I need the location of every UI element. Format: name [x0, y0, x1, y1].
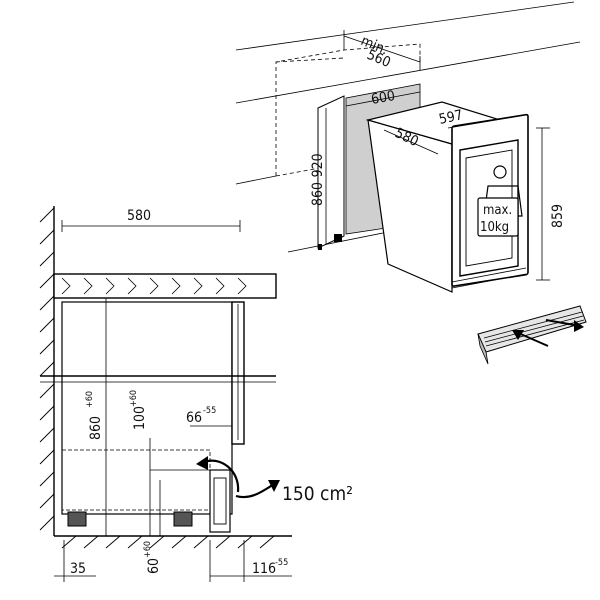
height-60-label: 60	[146, 558, 162, 574]
offset-35-label: 35	[70, 561, 86, 577]
weight-max-label: max.	[483, 203, 512, 218]
weight-badge: max. 10kg	[477, 165, 523, 237]
countertop	[53, 273, 277, 299]
vent-area-label: 150 cm²	[282, 483, 353, 505]
front-foot	[67, 511, 87, 527]
height-100-label: 100	[132, 406, 148, 430]
height-60-tolerance: +60	[143, 541, 153, 558]
offset-116-label: 116	[252, 561, 276, 577]
height-860-label: 860	[88, 416, 104, 440]
niche-width-label: 600	[370, 88, 396, 108]
weight-value-label: 10kg	[480, 220, 509, 235]
min-depth-label: 560	[364, 47, 392, 71]
cabinet-side-panel	[317, 95, 345, 249]
height-860-tolerance: +60	[85, 391, 95, 408]
vent-airflow-arrow	[203, 459, 240, 493]
vent-grille	[477, 305, 587, 365]
offset-116-tolerance: -55	[275, 558, 288, 568]
gap-66-tolerance: -55	[203, 406, 216, 416]
height-100-tolerance: +60	[129, 390, 139, 407]
section-dimension-labels: 580 860 +60 100 +60 66 -55 60 +60 35 116…	[70, 208, 353, 577]
section-view	[39, 206, 292, 582]
appliance-width-label: 597	[438, 107, 465, 128]
rear-foot	[173, 511, 193, 527]
counter-depth-label: 580	[127, 208, 151, 224]
gap-66-label: 66	[186, 410, 202, 426]
wine-cooler-appliance	[365, 101, 550, 293]
niche-height-label: 860-920	[310, 153, 326, 206]
appliance-height-label: 859	[550, 204, 566, 228]
